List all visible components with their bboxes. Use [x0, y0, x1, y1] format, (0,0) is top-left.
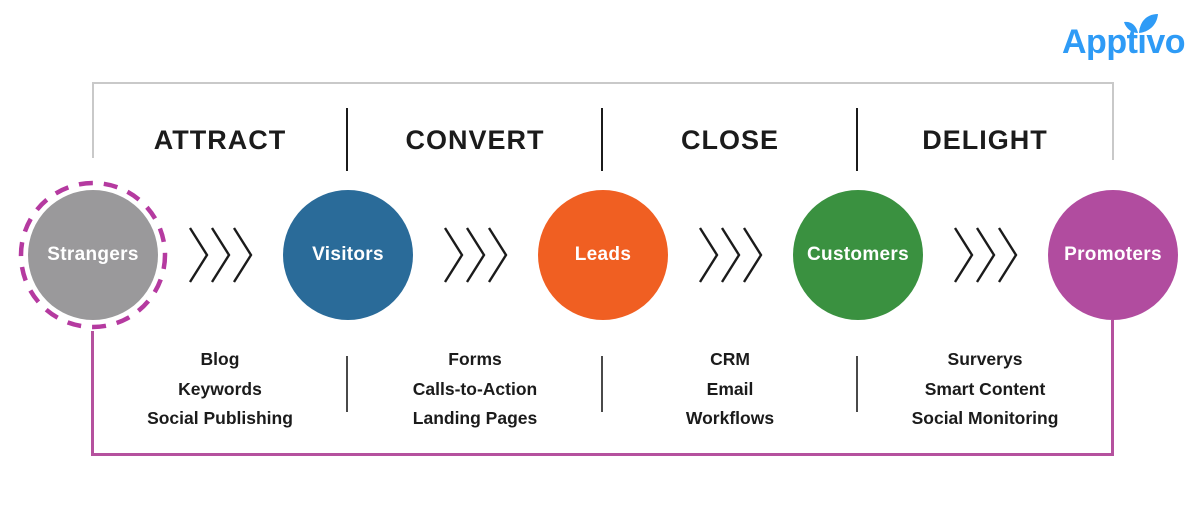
stage-label-convert: CONVERT [405, 125, 545, 155]
tool-item: Forms [448, 349, 502, 369]
loop-line-right [1111, 320, 1114, 456]
stage-label-close: CLOSE [680, 125, 779, 155]
stage-label-attract: ATTRACT [153, 125, 287, 155]
stage-divider [346, 108, 348, 171]
circle-visitors: Visitors [283, 190, 413, 320]
apptivo-logo-text: Apptivo [1062, 23, 1186, 61]
stage-divider [856, 108, 858, 171]
leaf-icon [1124, 14, 1158, 33]
strangers-dashed-ring [18, 180, 168, 330]
circle-label: Customers [807, 244, 909, 265]
circle-label: Strangers [47, 244, 139, 265]
tool-item: Email [706, 378, 754, 399]
tool-list-delight: Surverys Smart Content Social Monitoring [855, 345, 1115, 434]
circle-label: Visitors [312, 244, 384, 265]
tool-item: Calls-to-Action [412, 378, 538, 399]
tool-item: Surverys [947, 349, 1023, 369]
chevron-right-icon [698, 227, 763, 283]
circle-label: Leads [574, 244, 632, 265]
circle-label: Promoters [1064, 244, 1162, 265]
tool-list-close: CRM Email Workflows [600, 345, 860, 434]
circle-strangers: Strangers [28, 190, 158, 320]
apptivo-logo: Apptivo [1062, 14, 1186, 66]
tool-item: Social Monitoring [911, 408, 1059, 428]
loop-line-left [91, 331, 94, 456]
bracket-top-line [93, 82, 1114, 84]
stage-divider [601, 108, 603, 171]
chevron-right-icon [953, 227, 1018, 283]
tool-list-divider [601, 356, 603, 412]
circle-leads: Leads [538, 190, 668, 320]
loop-line-bottom [91, 453, 1114, 456]
tool-item: Keywords [178, 378, 262, 399]
bracket-right-line [1112, 82, 1114, 160]
chevron-right-icon [188, 227, 253, 283]
tool-list-attract: Blog Keywords Social Publishing [90, 345, 350, 434]
tool-item: CRM [710, 349, 750, 369]
tool-item: Social Publishing [147, 408, 293, 428]
tool-item: Landing Pages [412, 408, 538, 428]
tool-item: Workflows [685, 408, 775, 428]
tool-list-divider [856, 356, 858, 412]
circle-promoters: Promoters [1048, 190, 1178, 320]
tool-list-divider [346, 356, 348, 412]
tool-item: Smart Content [924, 378, 1046, 399]
circle-customers: Customers [793, 190, 923, 320]
stage-label-delight: DELIGHT [922, 125, 1048, 155]
chevron-right-icon [443, 227, 508, 283]
bracket-left-line [92, 82, 94, 158]
tool-item: Blog [200, 349, 240, 369]
tool-list-convert: Forms Calls-to-Action Landing Pages [345, 345, 605, 434]
